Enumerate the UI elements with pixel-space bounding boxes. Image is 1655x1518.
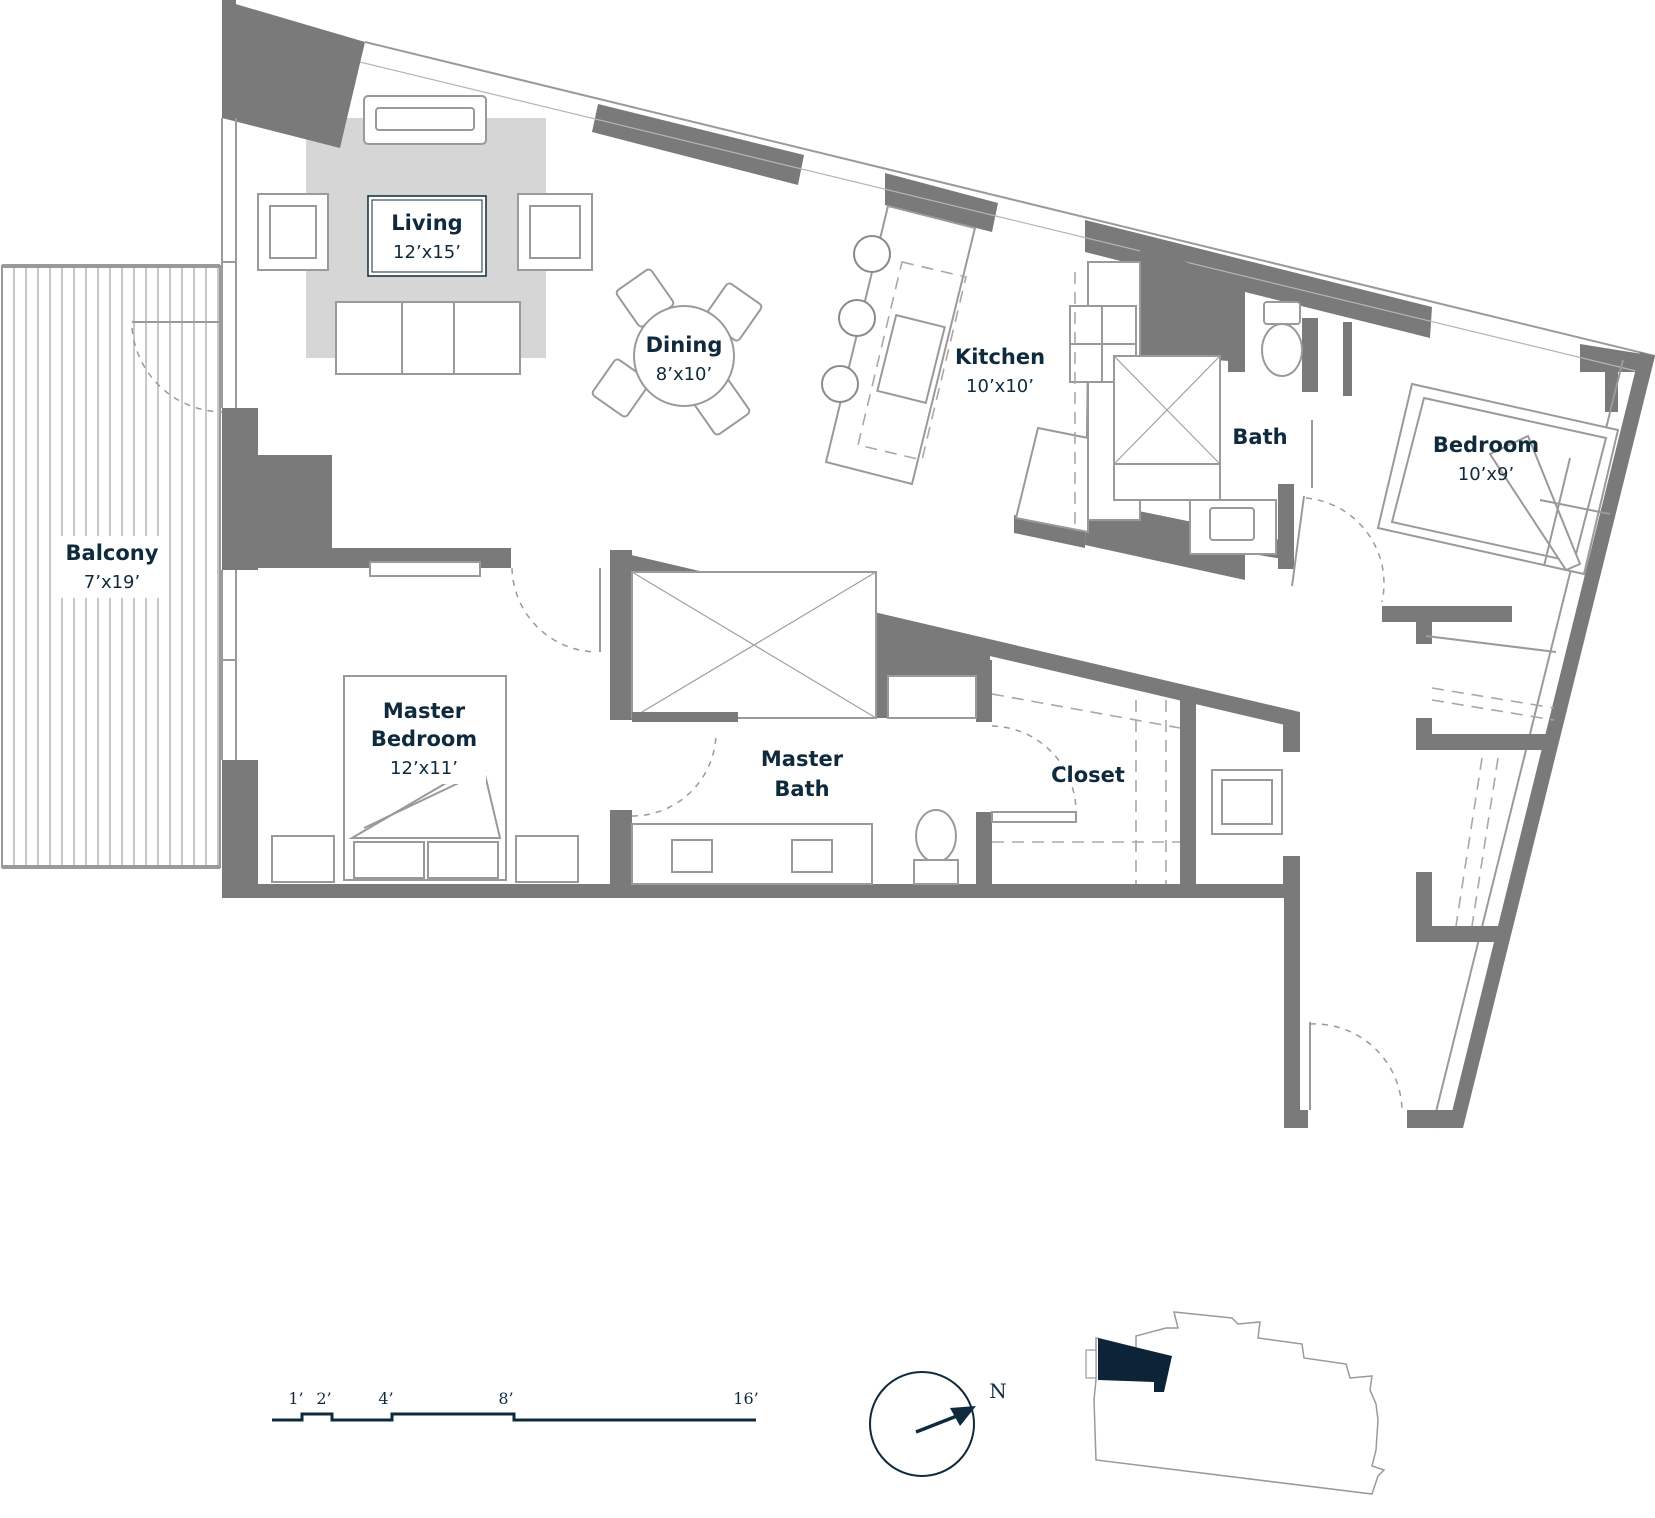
north-arrow-icon xyxy=(950,1406,976,1426)
bedroom-bed xyxy=(1376,382,1620,576)
kitchen-fixtures xyxy=(821,204,1141,534)
door-swings xyxy=(131,321,1403,1111)
scale-label-1: 1’ xyxy=(288,1389,303,1408)
living-name: Living xyxy=(391,211,462,235)
key-plan xyxy=(1085,1311,1386,1495)
compass: N xyxy=(869,1371,1007,1477)
scale-label-8: 8’ xyxy=(498,1389,513,1408)
closet-shelving xyxy=(991,693,1283,884)
bath-name: Bath xyxy=(1232,425,1287,449)
scale-label-16: 16’ xyxy=(733,1389,758,1408)
north-label: N xyxy=(989,1379,1007,1403)
room-label-bedroom: Bedroom 10’x9’ xyxy=(1433,433,1539,485)
balcony-dim: 7’x19’ xyxy=(84,572,140,593)
unit-highlight xyxy=(1098,1338,1172,1392)
bath-fixtures xyxy=(1113,301,1313,555)
balcony xyxy=(1,264,221,869)
room-label-dining: Dining 8’x10’ xyxy=(646,333,723,385)
windows xyxy=(221,118,237,760)
dining-name: Dining xyxy=(646,333,723,357)
closet-name: Closet xyxy=(1051,763,1125,787)
room-label-balcony: Balcony 7’x19’ xyxy=(60,536,164,598)
master-bedroom-name-1: Master xyxy=(383,699,466,723)
room-label-master-bath: Master Bath xyxy=(761,747,844,801)
kitchen-dim: 10’x10’ xyxy=(966,376,1034,397)
bedroom-dim: 10’x9’ xyxy=(1458,464,1514,485)
room-label-master-bedroom: Master Bedroom 12’x11’ xyxy=(364,696,486,784)
kitchen-name: Kitchen xyxy=(955,345,1045,369)
room-label-living: Living 12’x15’ xyxy=(391,211,462,263)
living-furniture xyxy=(257,95,593,375)
master-bath-name-2: Bath xyxy=(774,777,829,801)
scale-label-4: 4’ xyxy=(378,1389,393,1408)
master-bedroom-dim: 12’x11’ xyxy=(390,758,458,779)
balcony-name: Balcony xyxy=(66,541,159,565)
master-bath-fixtures xyxy=(631,571,977,885)
master-bath-name-1: Master xyxy=(761,747,844,771)
dining-dim: 8’x10’ xyxy=(656,364,712,385)
corridor-closets xyxy=(1425,635,1557,927)
room-label-kitchen: Kitchen 10’x10’ xyxy=(955,345,1045,397)
dining-table xyxy=(591,268,763,436)
master-bedroom-name-2: Bedroom xyxy=(371,727,477,751)
living-dim: 12’x15’ xyxy=(393,242,461,263)
scale-label-2: 2’ xyxy=(316,1389,331,1408)
bedroom-name: Bedroom xyxy=(1433,433,1539,457)
room-label-bath: Bath xyxy=(1232,425,1287,449)
scale-bar: 1’ 2’ 4’ 8’ 16’ xyxy=(272,1389,759,1422)
room-label-closet: Closet xyxy=(1051,763,1125,787)
